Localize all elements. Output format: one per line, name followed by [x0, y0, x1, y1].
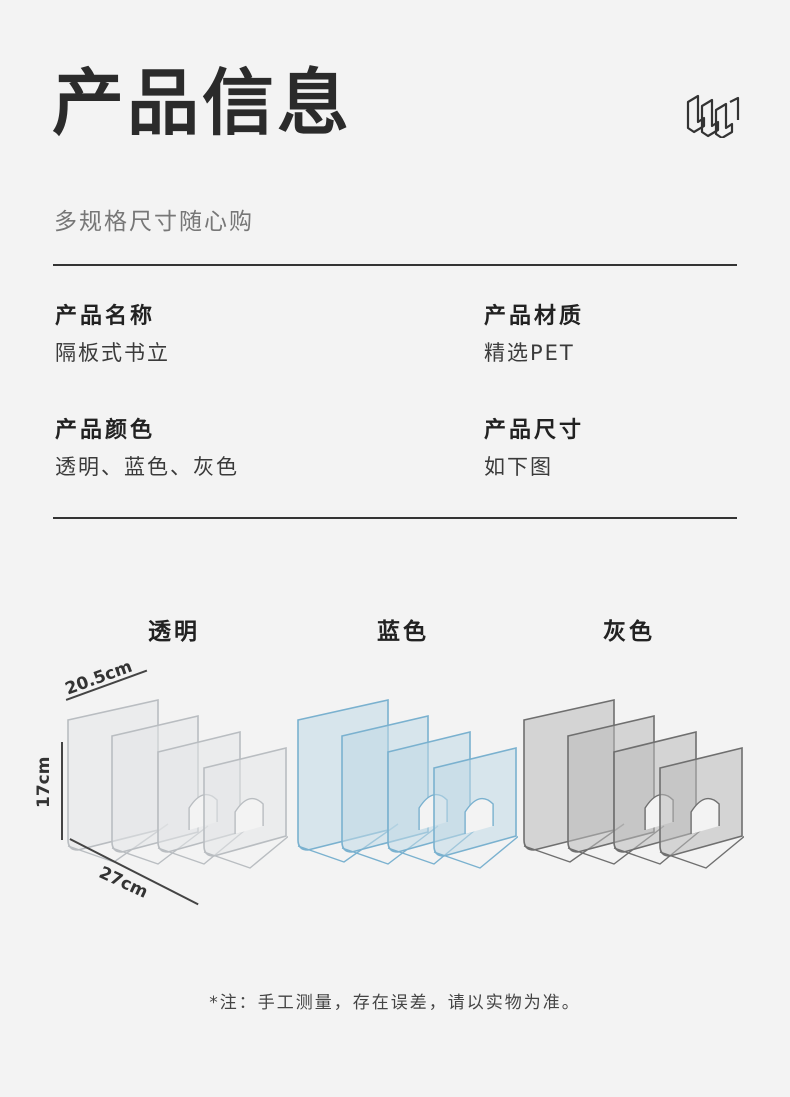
spec-color-value: 透明、蓝色、灰色 — [55, 455, 239, 479]
divider-arch-cutout — [234, 797, 264, 834]
divider-base — [433, 835, 518, 869]
product-image-blue — [297, 699, 518, 869]
variant-title-blue: 蓝色 — [377, 619, 429, 645]
spec-color-label: 产品颜色 — [55, 418, 156, 443]
divider-base — [203, 835, 288, 869]
dim-label-height: 17cm — [34, 756, 54, 808]
divider-arch-cutout — [690, 797, 720, 834]
spec-material-value: 精选PET — [484, 341, 575, 365]
divider-arch-cutout — [464, 797, 494, 834]
spec-name-label: 产品名称 — [55, 304, 156, 329]
footnote: *注：手工测量，存在误差，请以实物为准。 — [209, 993, 581, 1013]
spec-material-label: 产品材质 — [484, 304, 585, 329]
page-title: 产品信息 — [52, 61, 353, 145]
divider-base — [659, 835, 744, 869]
page-subtitle: 多规格尺寸随心购 — [54, 209, 254, 235]
divider-top — [53, 264, 737, 266]
variant-title-clear: 透明 — [148, 619, 200, 645]
product-image-gray — [523, 699, 744, 869]
divider-bottom — [53, 517, 737, 519]
spec-size-label: 产品尺寸 — [484, 418, 585, 443]
spec-size-value: 如下图 — [484, 455, 553, 479]
variant-title-gray: 灰色 — [603, 619, 655, 645]
spec-name-value: 隔板式书立 — [55, 341, 170, 365]
product-image-clear — [67, 699, 288, 869]
bookend-divider-icon — [686, 94, 740, 138]
dim-line-height — [61, 742, 63, 840]
